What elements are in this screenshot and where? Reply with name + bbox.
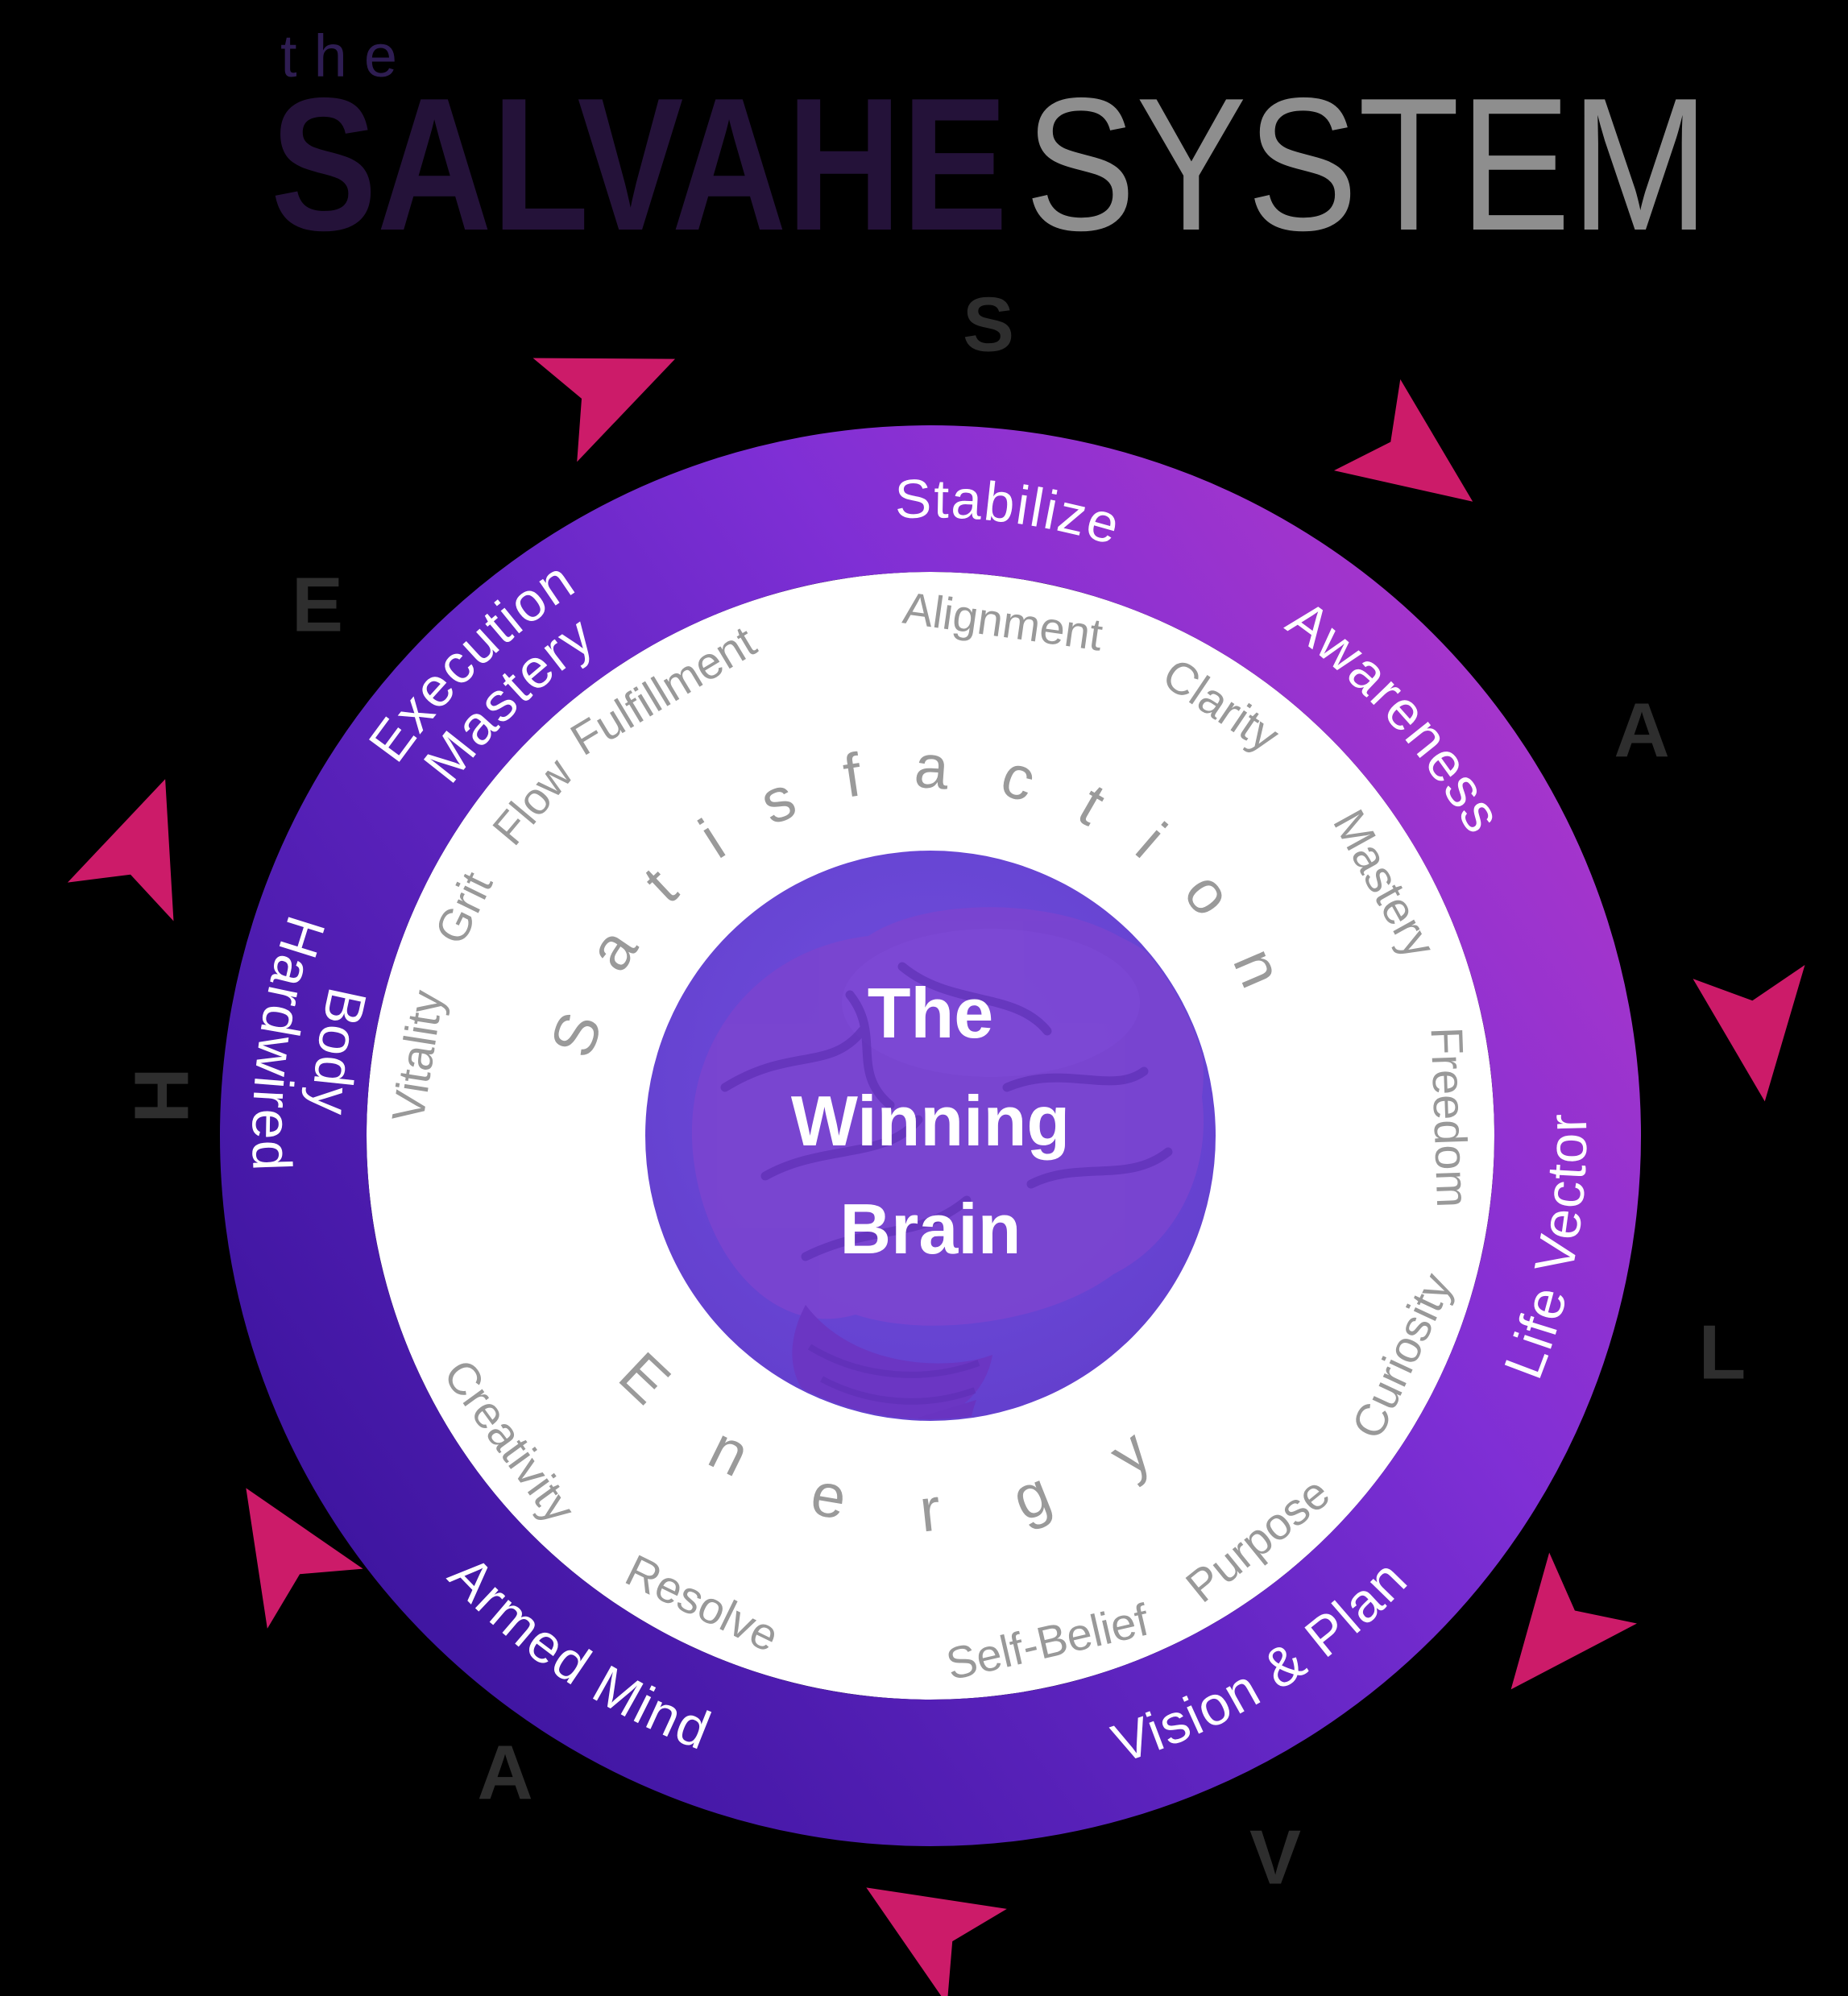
outer-letters: S A L V A H E xyxy=(118,282,1746,1901)
brain-cerebellum xyxy=(792,1305,992,1419)
flow-arrow-bottom-left xyxy=(246,1488,363,1629)
center-line-2: Winning xyxy=(791,1081,1070,1161)
flow-arrow-bottom xyxy=(866,1887,1007,1996)
logo-the: the xyxy=(280,23,421,89)
logo-brand-light: SYSTEM xyxy=(1025,58,1709,270)
flow-arrow-top-left xyxy=(532,358,676,462)
outer-letter-s: S xyxy=(963,282,1014,368)
flow-arrows xyxy=(67,358,1805,1996)
flow-arrow-right xyxy=(1693,965,1805,1102)
wheel: The Winning Brain Satisfaction Energy St… xyxy=(220,425,1641,1846)
outer-letter-h: H xyxy=(118,1067,204,1123)
center-line-3: Brain xyxy=(840,1189,1021,1269)
flow-arrow-top-right xyxy=(1333,379,1473,502)
outer-letter-v: V xyxy=(1249,1815,1301,1901)
word-freedom: Freedom xyxy=(1422,1026,1479,1208)
outer-letter-e: E xyxy=(292,562,343,648)
outer-letter-a1: A xyxy=(1614,688,1669,774)
outer-letter-l: L xyxy=(1699,1310,1746,1396)
logo-brand-bold: SALVAHE xyxy=(271,58,1008,270)
brain-icon xyxy=(691,907,1204,1419)
center-text: The Winning Brain xyxy=(791,973,1070,1269)
outer-letter-a2: A xyxy=(477,1730,532,1816)
outer-ring xyxy=(220,425,1641,1846)
brain-sulci xyxy=(720,962,1173,1261)
flow-arrow-bottom-right xyxy=(1510,1552,1637,1690)
flow-arrow-left xyxy=(67,779,174,921)
brain-cortex xyxy=(691,907,1204,1326)
center-line-1: The xyxy=(868,973,993,1053)
cerebellum-lines xyxy=(807,1344,980,1405)
logo: the SALVAHE SYSTEM xyxy=(271,23,1709,270)
